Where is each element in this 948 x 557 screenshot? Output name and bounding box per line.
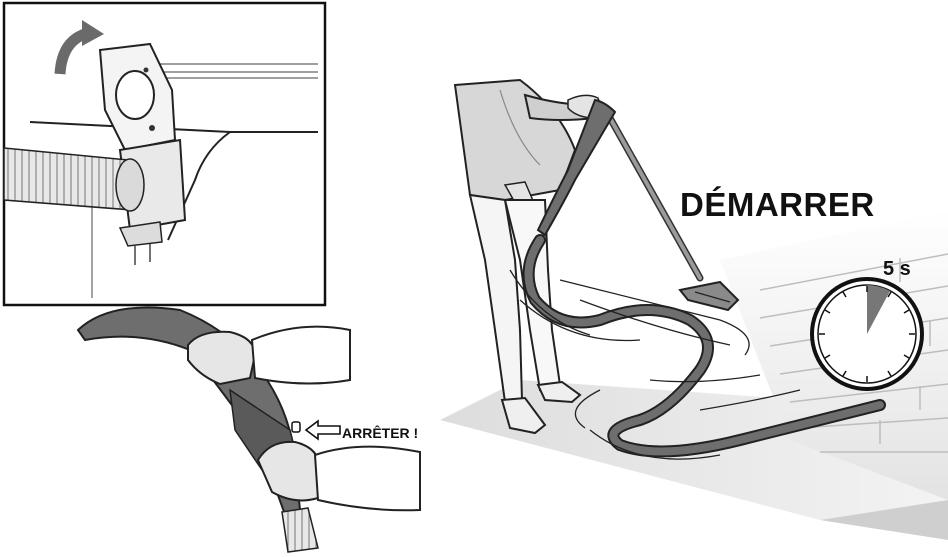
timer-icon bbox=[812, 279, 922, 389]
stop-button bbox=[292, 422, 300, 432]
upper-hand bbox=[188, 327, 350, 384]
inset-panel bbox=[4, 3, 325, 305]
start-label: DÉMARRER bbox=[680, 186, 875, 224]
timer-label: 5 s bbox=[883, 258, 911, 281]
stop-label: ARRÊTER ! bbox=[342, 425, 418, 441]
outline-arrow-icon bbox=[306, 421, 340, 439]
scene-start bbox=[440, 80, 948, 540]
